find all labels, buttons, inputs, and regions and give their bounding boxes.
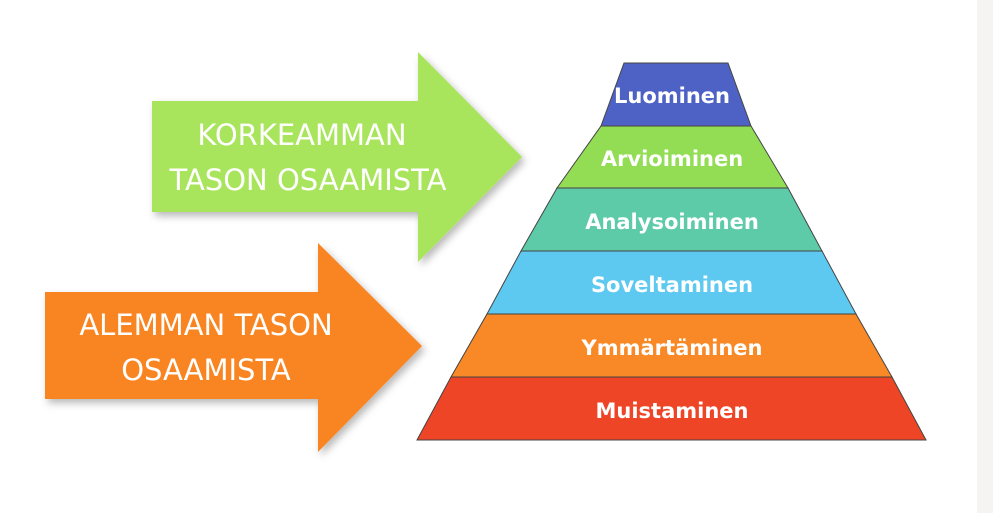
pyramid-level-label: Luominen (614, 84, 730, 108)
pyramid-level-arvioiminen: Arvioiminen (556, 125, 789, 189)
higher-level-skills-arrow: KORKEAMMAN TASON OSAAMISTA (152, 52, 522, 262)
pyramid-level-label: Muistaminen (596, 399, 749, 423)
lower-level-skills-arrow: ALEMMAN TASON OSAAMISTA (45, 243, 422, 452)
pyramid-level-ymmartaminen: Ymmärtäminen (450, 313, 893, 378)
pyramid-level-label: Arvioiminen (601, 147, 743, 171)
higher-level-arrow-line1: KORKEAMMAN (197, 118, 406, 152)
pyramid-level-label: Soveltaminen (591, 273, 753, 297)
pyramid-level-luominen: Luominen (600, 62, 752, 127)
lower-level-arrow-line2: OSAAMISTA (121, 353, 291, 387)
higher-level-arrow-line2: TASON OSAAMISTA (169, 163, 447, 197)
lower-level-arrow-line1: ALEMMAN TASON (79, 308, 332, 342)
pyramid-level-soveltaminen: Soveltaminen (486, 250, 857, 315)
lower-level-arrow-shape (45, 243, 422, 452)
pyramid: Luominen Arvioiminen Analysoiminen Sovel… (416, 62, 927, 441)
higher-level-arrow-shape (152, 52, 522, 262)
pyramid-level-analysoiminen: Analysoiminen (520, 187, 823, 252)
pyramid-level-label: Ymmärtäminen (581, 336, 763, 360)
background-strip (977, 0, 993, 513)
pyramid-level-label: Analysoiminen (585, 210, 759, 234)
pyramid-level-muistaminen: Muistaminen (416, 376, 927, 441)
pyramid-layer-shape (416, 376, 927, 441)
